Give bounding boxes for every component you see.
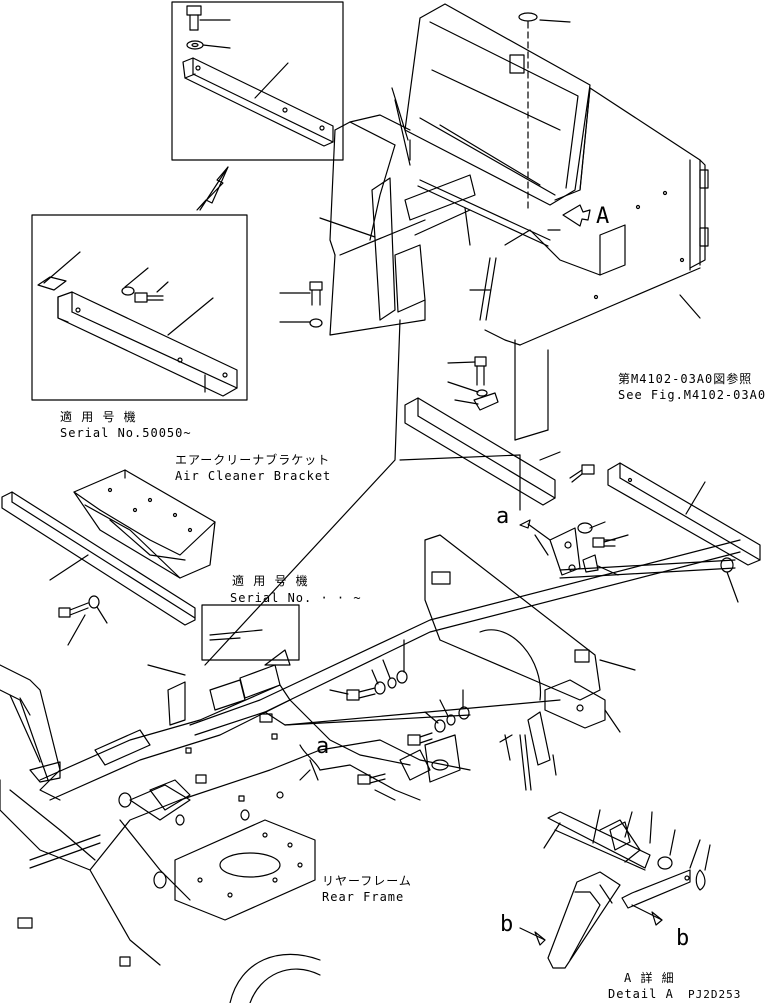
hood-bolts (279, 281, 323, 328)
callout-b-right: b (676, 926, 690, 951)
serial-applic-1-en: Serial No.50050~ (60, 426, 192, 440)
see-fig-jp: 第M4102-03A0図参照 (618, 372, 753, 386)
air-cleaner-jp: エアークリーナブラケット (175, 453, 331, 467)
rear-frame-jp: リヤーフレーム (322, 874, 412, 888)
rear-frame (0, 319, 521, 1003)
air-cleaner-bracket (1, 469, 216, 646)
callout-A: A (596, 204, 610, 229)
callout-a-top: a (496, 504, 510, 529)
hood-assembly (319, 3, 709, 441)
second-inset-box (31, 214, 248, 401)
frame-beam (189, 539, 741, 736)
inset-arrow (196, 166, 229, 211)
callout-b-left: b (500, 912, 514, 937)
serial-applic-2-jp: 適 用 号 機 (232, 574, 309, 588)
air-cleaner-en: Air Cleaner Bracket (175, 469, 332, 483)
center-bolt-stack (404, 356, 595, 506)
detail-a-en: Detail A (608, 987, 674, 1001)
see-fig-en: See Fig.M4102-03A0 (618, 388, 767, 402)
serial-applic-2-en: Serial No. · · ~ (230, 591, 362, 605)
lower-bolts (329, 639, 557, 791)
detail-a-drawing (519, 809, 711, 969)
drawing-code: PJ2D253 (688, 988, 742, 1001)
callout-a-bottom: a (316, 734, 330, 759)
a-linkage (519, 519, 739, 603)
top-inset-box (171, 1, 344, 161)
serial-applic-1-jp: 適 用 号 機 (60, 410, 137, 424)
side-panel (424, 534, 636, 733)
right-strap (607, 462, 761, 566)
detail-a-jp: A 詳 細 (624, 971, 675, 985)
rear-frame-en: Rear Frame (322, 890, 405, 904)
